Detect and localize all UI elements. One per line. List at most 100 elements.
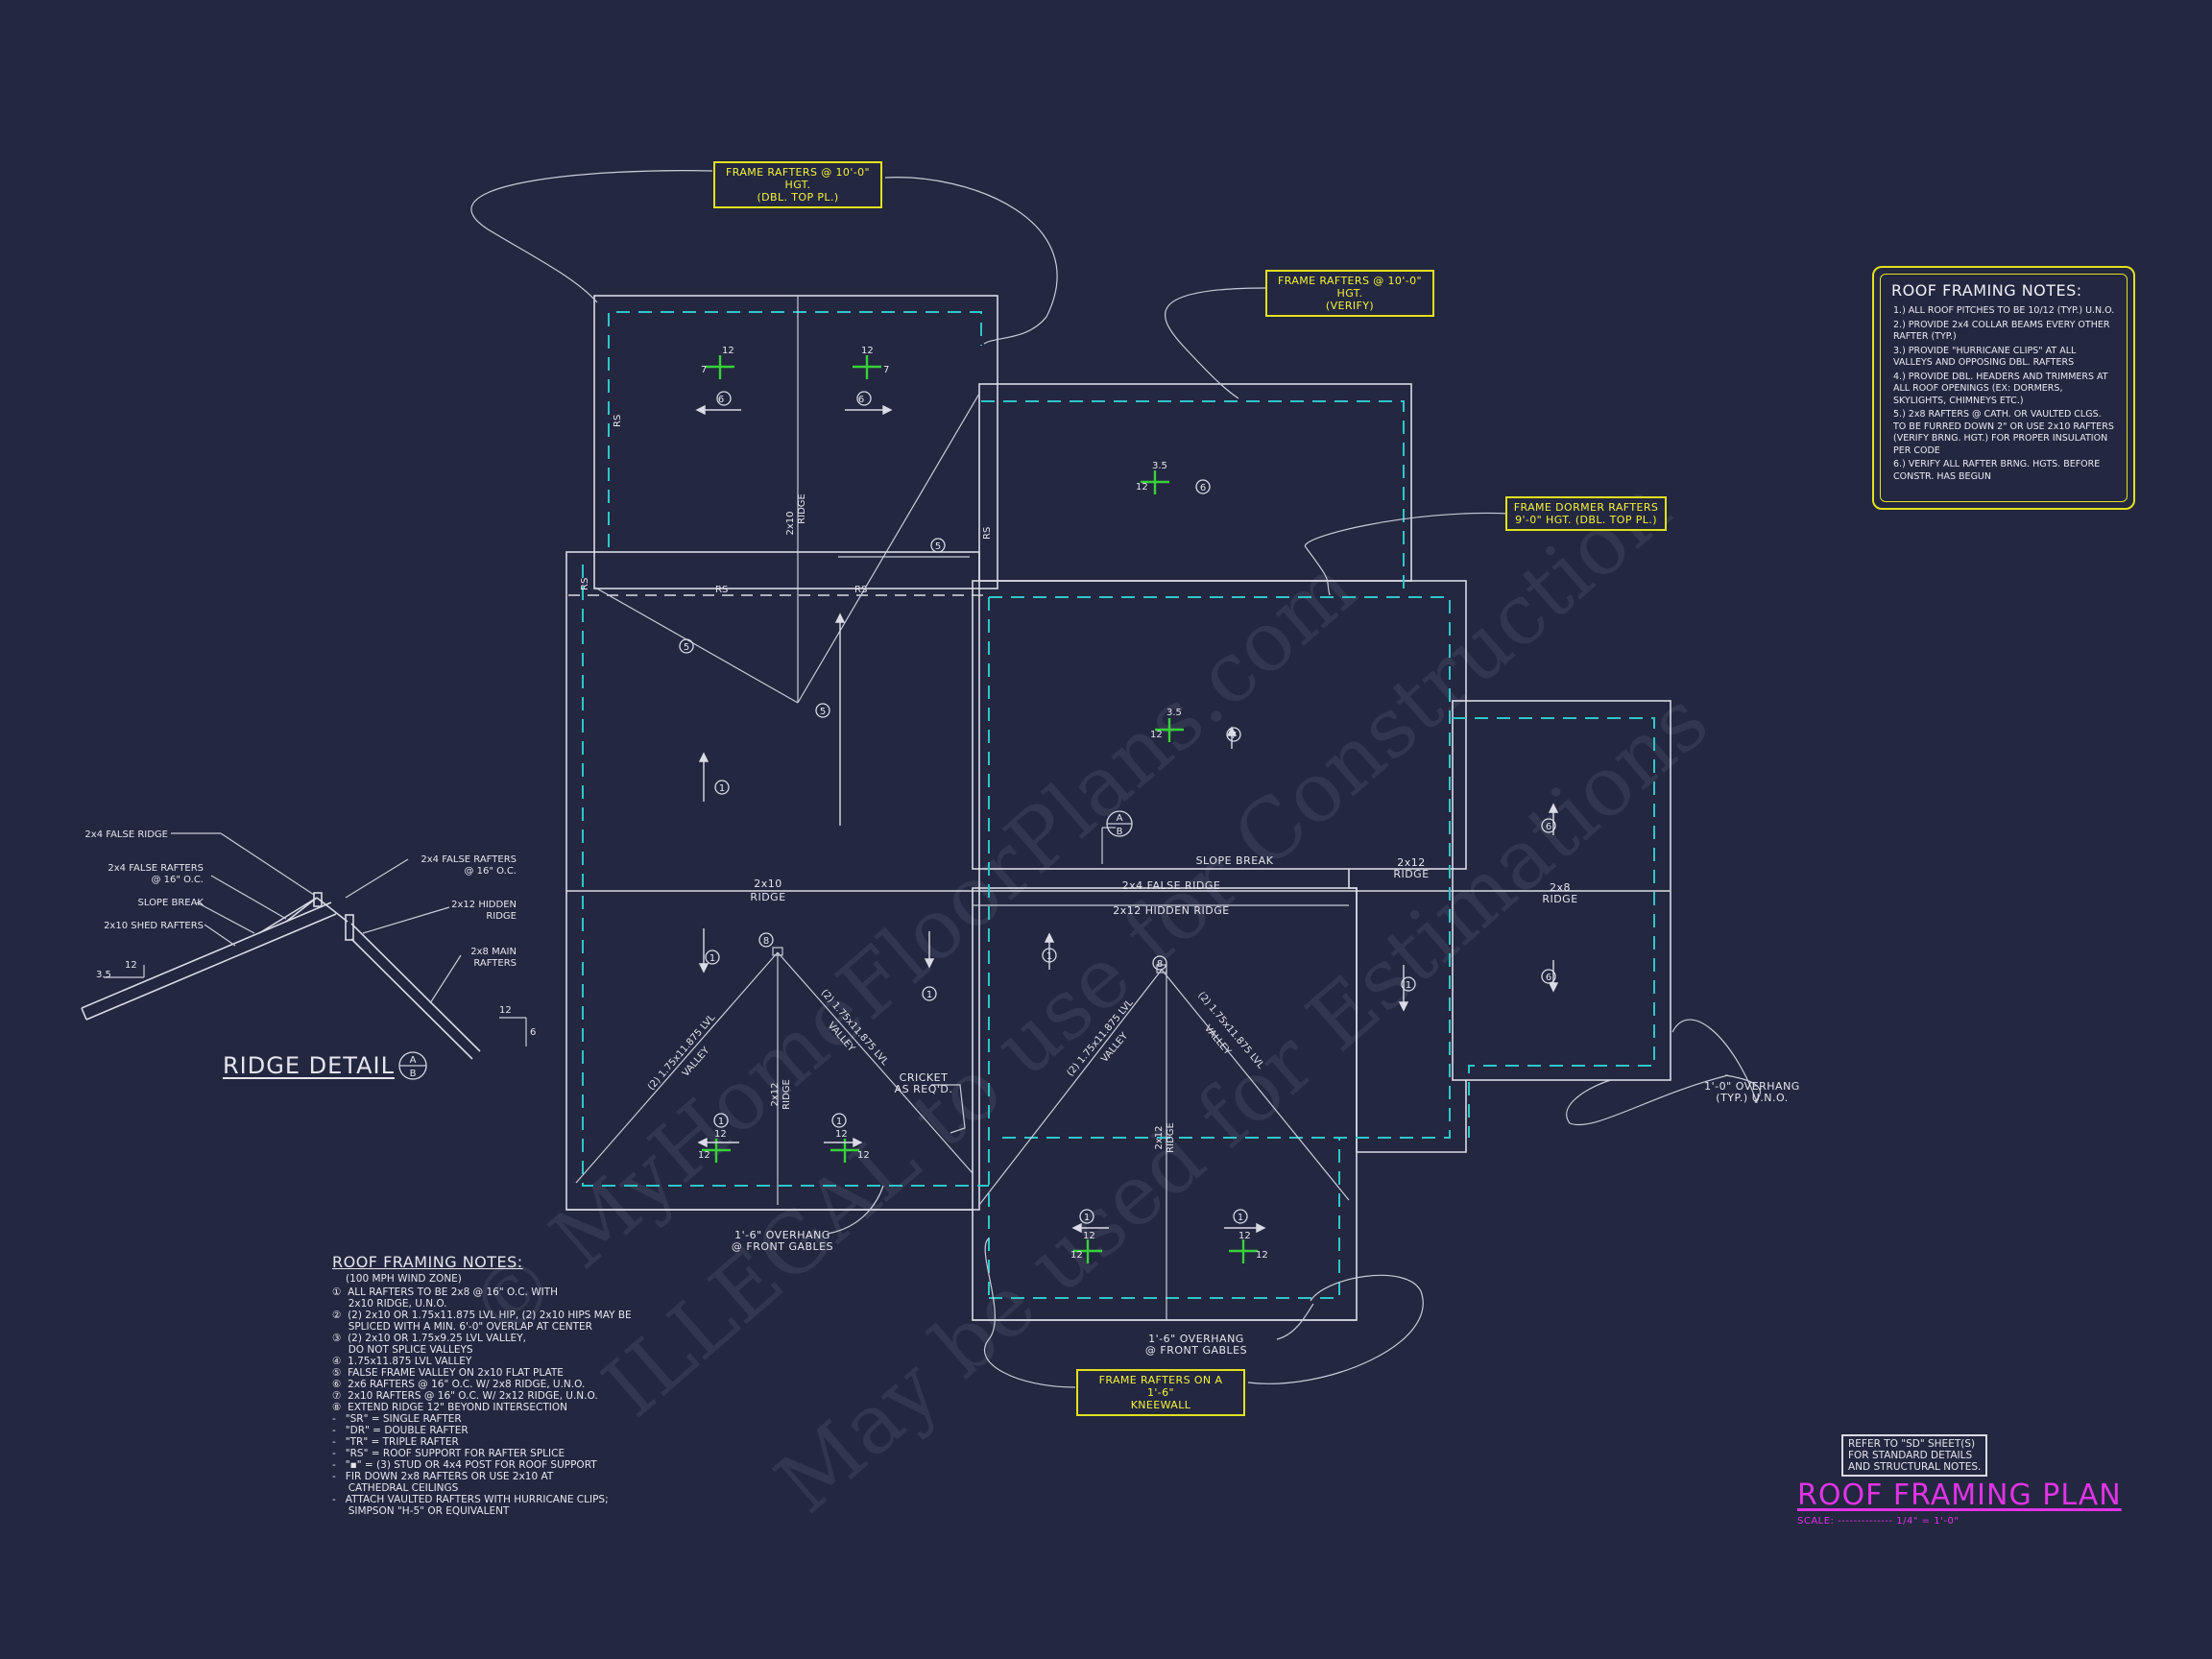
ridge-size: 2x10: [754, 878, 782, 890]
overhang-typ-note: (TYP.) U.N.O.: [1716, 1092, 1788, 1104]
rs-label: RS: [613, 415, 623, 427]
plan-labels: RS RS RS RS RS 2x10 RIDGE 2x10 RIDGE 2x1…: [580, 415, 1800, 1357]
pitch-12: 12: [857, 1150, 870, 1161]
pitch-12: 12: [1150, 730, 1163, 740]
note-line: ⑥ 2x6 RAFTERS @ 16" O.C. W/ 2x8 RIDGE, U…: [332, 1379, 586, 1390]
note-line: - ATTACH VAULTED RAFTERS WITH HURRICANE …: [332, 1494, 609, 1505]
ridge-size: 2x8: [1550, 881, 1571, 894]
note-line: ④ 1.75x11.875 LVL VALLEY: [332, 1356, 472, 1367]
marker-5: 5: [935, 541, 941, 552]
section-marker-b: B: [1117, 827, 1123, 837]
overhang-note: @ FRONT GABLES: [732, 1240, 833, 1253]
marker-1: 1: [926, 990, 932, 1000]
marker-1: 1: [718, 1117, 724, 1127]
rd-false-rafters-right-spacing: @ 16" O.C.: [465, 866, 517, 877]
pitch-12: 12: [1083, 1231, 1095, 1241]
rs-label: RS: [715, 585, 728, 595]
marker-5: 5: [684, 642, 689, 653]
note-line: ⑤ FALSE FRAME VALLEY ON 2x10 FLAT PLATE: [332, 1367, 564, 1379]
marker-6: 6: [718, 395, 724, 405]
pitch-7: 7: [883, 365, 889, 375]
hidden-ridge-label: 2x12 HIDDEN RIDGE: [1113, 904, 1229, 917]
rd-pitch-6: 6: [530, 1027, 536, 1038]
plan-scale: SCALE: -------------- 1/4" = 1'-0": [1797, 1516, 1960, 1527]
ridge-detail-marker-a: A: [410, 1055, 417, 1066]
note-line: - "RS" = ROOF SUPPORT FOR RAFTER SPLICE: [332, 1448, 565, 1459]
note-line: ⑧ EXTEND RIDGE 12" BEYOND INTERSECTION: [332, 1402, 567, 1413]
notes-list-title: ROOF FRAMING NOTES:: [332, 1253, 523, 1271]
rs-label: RS: [854, 585, 867, 595]
pitch-12: 12: [1070, 1250, 1083, 1261]
pitch-12: 12: [698, 1150, 710, 1161]
ridge-label: RIDGE: [1166, 1122, 1176, 1153]
note-line: ① ALL RAFTERS TO BE 2x8 @ 16" O.C. WITH: [332, 1286, 559, 1298]
rd-pitch-3-5: 3.5: [96, 970, 111, 980]
marker-6: 6: [1546, 822, 1551, 832]
pitch-3-5: 3.5: [1166, 708, 1182, 718]
cricket-note: AS REQ'D.: [895, 1083, 953, 1095]
pitch-symbols: [702, 355, 1258, 1263]
rd-main-rafters-label: RAFTERS: [473, 958, 517, 969]
callout-frame-dormer-rafters: FRAME DORMER RAFTERS 9'-0" HGT. (DBL. TO…: [1505, 496, 1667, 531]
overhang-typ-label: 1'-0" OVERHANG: [1704, 1080, 1800, 1093]
rs-label: RS: [982, 527, 993, 540]
reference-note-box: REFER TO "SD" SHEET(S) FOR STANDARD DETA…: [1841, 1434, 1988, 1477]
marker-1: 1: [1084, 1213, 1090, 1223]
marker-1: 1: [836, 1117, 842, 1127]
pitch-12: 12: [861, 346, 874, 356]
callout-line: KNEEWALL: [1130, 1399, 1191, 1411]
marker-1: 1: [719, 783, 725, 794]
overhang-label: 1'-6" OVERHANG: [1148, 1333, 1244, 1345]
rd-slope-break: SLOPE BREAK: [138, 898, 204, 908]
callout-line: 9'-0" HGT. (DBL. TOP PL.): [1515, 514, 1657, 526]
rs-label: RS: [580, 578, 590, 590]
ridge-label: RIDGE: [750, 891, 785, 903]
rd-main-rafters: 2x8 MAIN: [470, 947, 517, 957]
pitch-7: 7: [701, 365, 707, 375]
marker-1: 1: [1406, 980, 1411, 991]
slope-break-label: SLOPE BREAK: [1196, 854, 1274, 867]
cricket-label: CRICKET: [900, 1071, 949, 1084]
callout-line: (DBL. TOP PL.): [757, 191, 839, 204]
framing-note-markers: [398, 391, 1556, 1224]
ridge-label: RIDGE: [781, 1079, 792, 1110]
note-line: - "TR" = TRIPLE RAFTER: [332, 1436, 459, 1448]
wall-lines-dashed: [568, 311, 1655, 1299]
note-line: - "▪" = (3) STUD OR 4x4 POST FOR ROOF SU…: [332, 1459, 597, 1471]
ridge-detail-marker-b: B: [410, 1069, 417, 1079]
note-item: 6.) VERIFY ALL RAFTER BRNG. HGTS. BEFORE…: [1893, 459, 2101, 482]
note-item: 2.) PROVIDE 2x4 COLLAR BEAMS EVERY OTHER…: [1893, 319, 2110, 343]
ref-line: REFER TO "SD" SHEET(S): [1848, 1438, 1976, 1450]
marker-8: 8: [763, 936, 769, 947]
rd-false-rafters-right: 2x4 FALSE RAFTERS: [421, 854, 517, 865]
pitch-12: 12: [714, 1129, 727, 1140]
callout-line: FRAME RAFTERS @ 10'-0" HGT.: [1278, 275, 1422, 300]
ridge-size: 2x12: [770, 1082, 781, 1106]
notes-panel-title: ROOF FRAMING NOTES:: [1891, 281, 2082, 300]
overhang-label: 1'-6" OVERHANG: [734, 1229, 830, 1241]
framing-lines: [575, 296, 1671, 1320]
note-item: 3.) PROVIDE "HURRICANE CLIPS" AT ALL VAL…: [1893, 345, 2077, 369]
marker-1: 1: [1046, 951, 1052, 962]
marker-1: 1: [1238, 1213, 1243, 1223]
note-line: DO NOT SPLICE VALLEYS: [332, 1344, 473, 1356]
callout-frame-rafters-top-right: FRAME RAFTERS @ 10'-0" HGT. (VERIFY): [1265, 270, 1434, 317]
ridge-label: RIDGE: [1393, 868, 1429, 880]
pitch-12: 12: [835, 1129, 848, 1140]
note-line: - "DR" = DOUBLE RAFTER: [332, 1425, 469, 1436]
pitch-12: 12: [1136, 482, 1148, 493]
pitch-numbers: 12 7 12 7 3.5 12 3.5 12 12 12 12 12 12 1…: [698, 346, 1268, 1261]
marker-7: 7: [1231, 731, 1237, 741]
ridge-label: RIDGE: [797, 493, 807, 524]
ridge-size: 2x10: [785, 511, 796, 535]
note-line: 2x10 RIDGE, U.N.O.: [332, 1298, 447, 1310]
note-line: SPLICED WITH A MIN. 6'-0" OVERLAP AT CEN…: [332, 1321, 592, 1333]
overhang-note: @ FRONT GABLES: [1145, 1344, 1247, 1357]
marker-5: 5: [820, 707, 826, 717]
roof-outline: [565, 295, 1671, 1321]
ref-line: AND STRUCTURAL NOTES.: [1848, 1461, 1982, 1473]
ref-line: FOR STANDARD DETAILS: [1848, 1450, 1973, 1461]
callout-frame-rafters-kneewall: FRAME RAFTERS ON A 1'-6" KNEEWALL: [1076, 1369, 1245, 1416]
note-line: ⑦ 2x10 RAFTERS @ 16" O.C. W/ 2x12 RIDGE,…: [332, 1390, 598, 1402]
callout-line: (VERIFY): [1325, 300, 1375, 312]
